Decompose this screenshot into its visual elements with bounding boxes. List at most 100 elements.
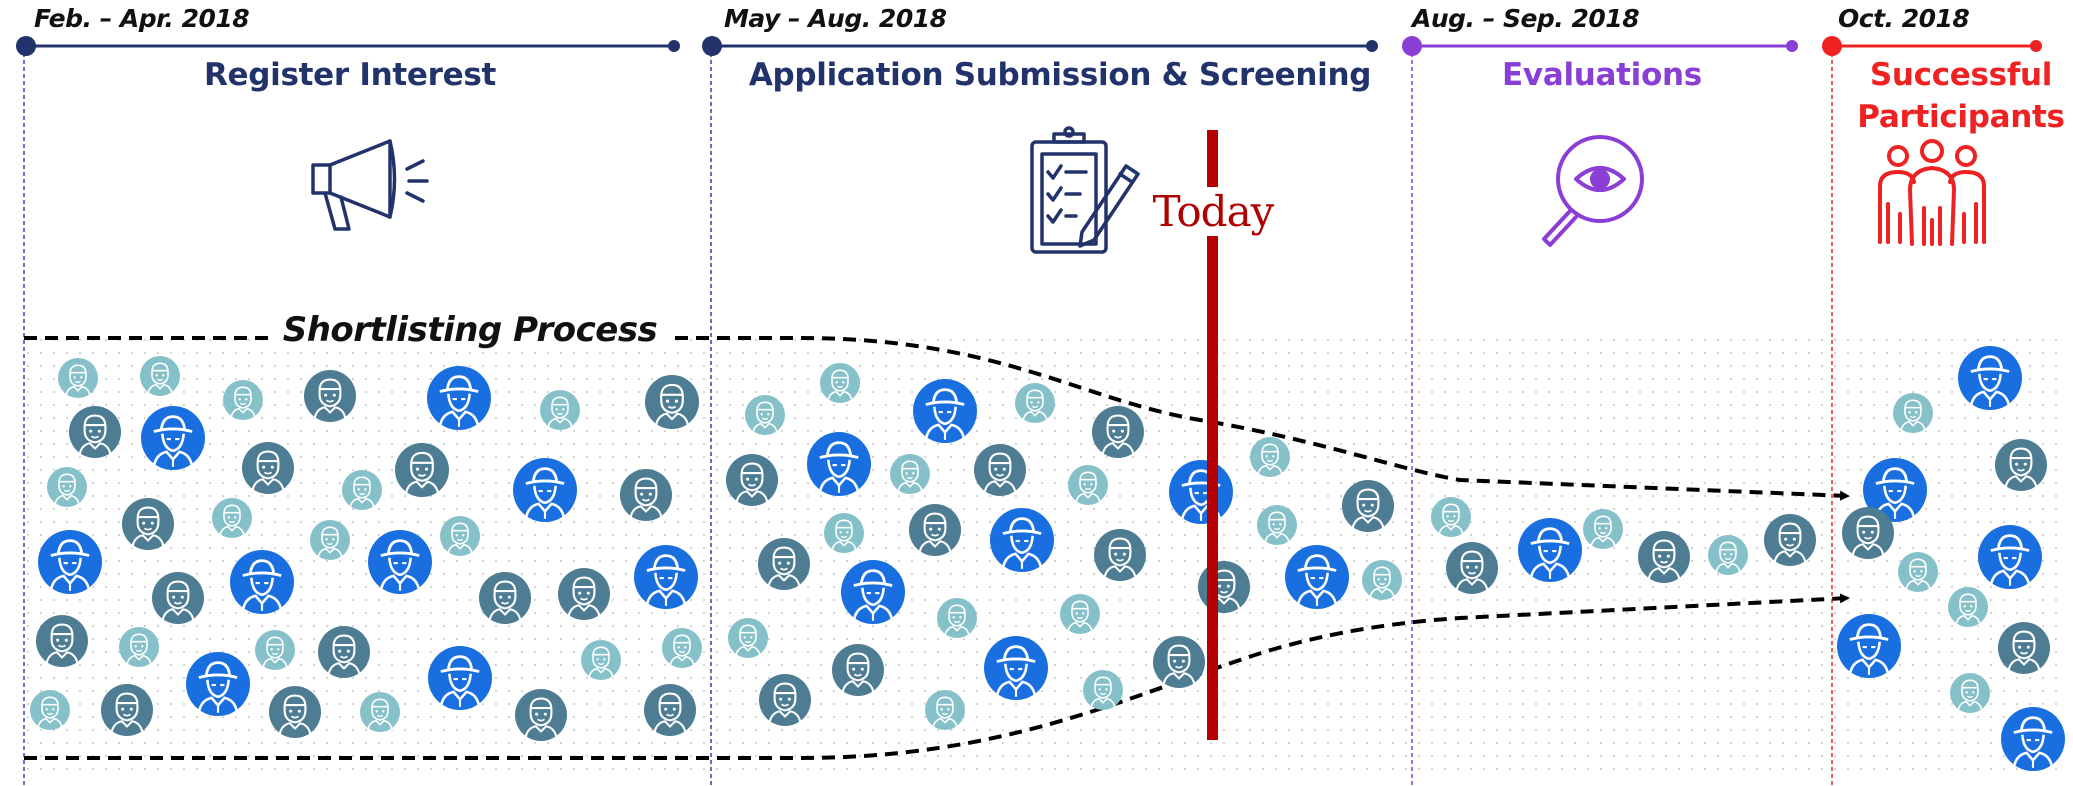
person-avatar-icon	[1015, 383, 1055, 423]
person-avatar-icon	[745, 395, 785, 435]
person-avatar-icon	[759, 674, 811, 726]
person-avatar-icon	[1863, 458, 1927, 522]
person-avatar-icon	[152, 572, 204, 624]
people-group-icon	[1878, 139, 1986, 246]
person-avatar-icon	[1950, 673, 1990, 713]
person-avatar-icon	[360, 692, 400, 732]
person-avatar-icon	[1169, 460, 1233, 524]
magnifier-eye-icon	[1542, 135, 1644, 247]
phase-title-participants-line1: Successful	[1869, 57, 2053, 93]
person-avatar-icon	[69, 406, 121, 458]
shortlisting-process-label: Shortlisting Process	[270, 310, 670, 350]
person-avatar-icon	[832, 644, 884, 696]
person-avatar-icon	[841, 560, 905, 624]
person-avatar-icon	[368, 530, 432, 594]
phase-title-evaluations: Evaluations	[1502, 57, 1702, 93]
person-avatar-icon	[269, 686, 321, 738]
person-avatar-icon	[440, 516, 480, 556]
person-avatar-icon	[1893, 393, 1933, 433]
person-avatar-icon	[47, 467, 87, 507]
person-avatar-icon	[1842, 507, 1894, 559]
person-avatar-icon	[937, 598, 977, 638]
person-avatar-icon	[1068, 465, 1108, 505]
person-avatar-icon	[36, 615, 88, 667]
person-avatar-icon	[141, 406, 205, 470]
person-avatar-icon	[1583, 509, 1623, 549]
person-avatar-icon	[101, 684, 153, 736]
funnel-bottom-line	[24, 593, 1850, 760]
person-avatar-icon	[581, 640, 621, 680]
person-avatar-icon	[1092, 406, 1144, 458]
timeline-bar-evaluations	[1402, 36, 1798, 56]
person-avatar-icon	[1638, 531, 1690, 583]
person-avatar-icon	[427, 366, 491, 430]
person-avatar-icon	[1198, 561, 1250, 613]
person-avatar-icon	[620, 469, 672, 521]
person-avatar-icon	[974, 444, 1026, 496]
person-avatar-icon	[479, 572, 531, 624]
person-avatar-icon	[2001, 707, 2065, 771]
person-avatar-icon	[119, 627, 159, 667]
funnel-top-line	[24, 336, 1850, 501]
person-avatar-icon	[984, 636, 1048, 700]
person-avatar-icon	[223, 380, 263, 420]
person-avatar-icon	[342, 470, 382, 510]
person-avatar-icon	[1285, 545, 1349, 609]
person-avatar-icon	[1060, 594, 1100, 634]
person-avatar-icon	[255, 630, 295, 670]
person-avatar-icon	[890, 454, 930, 494]
person-avatar-icon	[58, 358, 98, 398]
megaphone-icon	[311, 139, 429, 231]
timeline-bar-register	[16, 36, 680, 56]
person-avatar-icon	[1995, 439, 2047, 491]
person-avatar-icon	[824, 513, 864, 553]
today-label: Today	[1148, 187, 1278, 236]
timeline-bar-application	[702, 36, 1378, 56]
phase-title-register: Register Interest	[203, 57, 497, 93]
person-avatar-icon	[1958, 346, 2022, 410]
person-avatar-icon	[909, 504, 961, 556]
person-avatar-icon	[1431, 497, 1471, 537]
today-marker	[1207, 130, 1218, 740]
person-avatar-icon	[515, 689, 567, 741]
person-avatar-icon	[140, 356, 180, 396]
person-avatar-icon	[726, 454, 778, 506]
phase-title-participants-line2: Participants	[1857, 99, 2065, 135]
person-avatar-icon	[395, 443, 449, 497]
person-avatar-icon	[1708, 535, 1748, 575]
phase-date-application: May – Aug. 2018	[724, 4, 947, 33]
person-avatar-icon	[634, 545, 698, 609]
person-avatar-icon	[990, 508, 1054, 572]
person-avatar-icon	[913, 379, 977, 443]
person-avatar-icon	[662, 628, 702, 668]
person-avatar-icon	[212, 498, 252, 538]
person-avatar-icon	[513, 458, 577, 522]
person-avatar-icon	[728, 618, 768, 658]
person-avatar-icon	[318, 626, 370, 678]
person-avatar-icon	[38, 530, 102, 594]
phase-date-participants: Oct. 2018	[1838, 4, 1970, 33]
person-avatar-icon	[1998, 622, 2050, 674]
person-avatar-icon	[1153, 636, 1205, 688]
timeline-bar-participants	[1822, 36, 2042, 56]
person-avatar-icon	[310, 520, 350, 560]
person-avatar-icon	[820, 363, 860, 403]
person-avatar-icon	[1094, 529, 1146, 581]
person-avatar-icon	[428, 646, 492, 710]
person-avatar-icon	[1342, 480, 1394, 532]
person-avatar-icon	[1446, 542, 1498, 594]
people-crowd	[30, 346, 2065, 771]
person-avatar-icon	[1764, 514, 1816, 566]
person-avatar-icon	[1837, 614, 1901, 678]
person-avatar-icon	[807, 432, 871, 496]
phase-date-register: Feb. – Apr. 2018	[34, 4, 250, 33]
person-avatar-icon	[1518, 518, 1582, 582]
person-avatar-icon	[644, 684, 696, 736]
person-avatar-icon	[1257, 505, 1297, 545]
person-avatar-icon	[30, 690, 70, 730]
person-avatar-icon	[186, 652, 250, 716]
phase-title-application: Application Submission & Screening	[748, 57, 1372, 93]
person-avatar-icon	[1898, 552, 1938, 592]
